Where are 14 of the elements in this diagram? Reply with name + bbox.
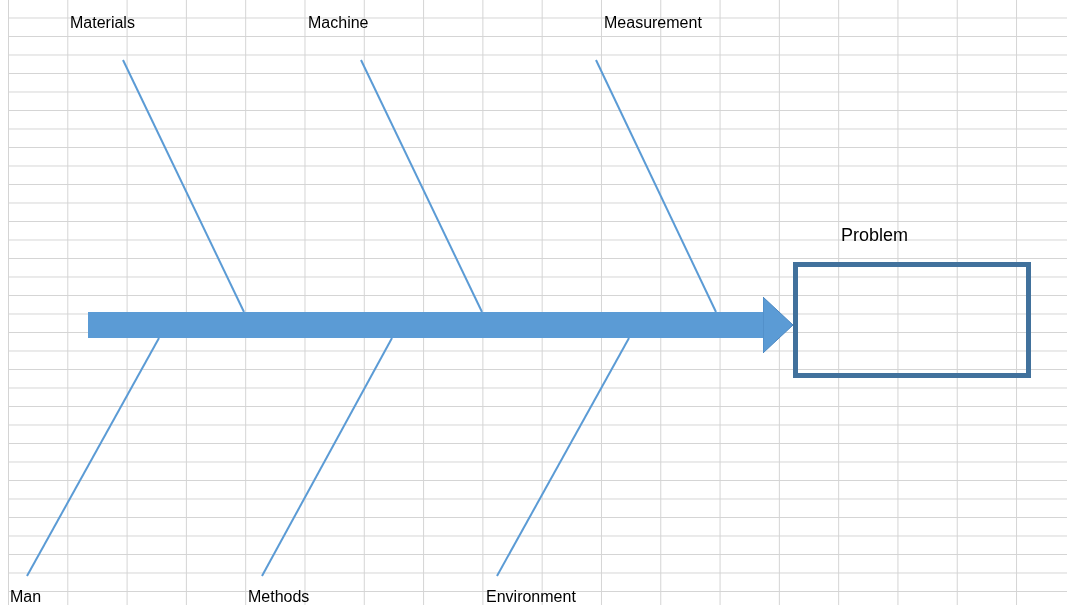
bone-line	[595, 59, 717, 313]
cause-label: Man	[10, 588, 42, 605]
bone-line	[261, 337, 393, 577]
cause-label: Materials	[70, 14, 135, 32]
cause-label: Methods	[248, 588, 310, 605]
bone-line	[360, 59, 483, 313]
cause-label: Environment	[486, 588, 576, 605]
cause-label: Measurement	[604, 14, 702, 32]
bone-line	[26, 337, 160, 577]
cause-label: Machine	[308, 14, 369, 32]
spine-arrow	[88, 296, 794, 354]
problem-heading: Problem	[841, 225, 909, 246]
bone-line	[496, 337, 630, 577]
bone-line	[122, 59, 245, 313]
